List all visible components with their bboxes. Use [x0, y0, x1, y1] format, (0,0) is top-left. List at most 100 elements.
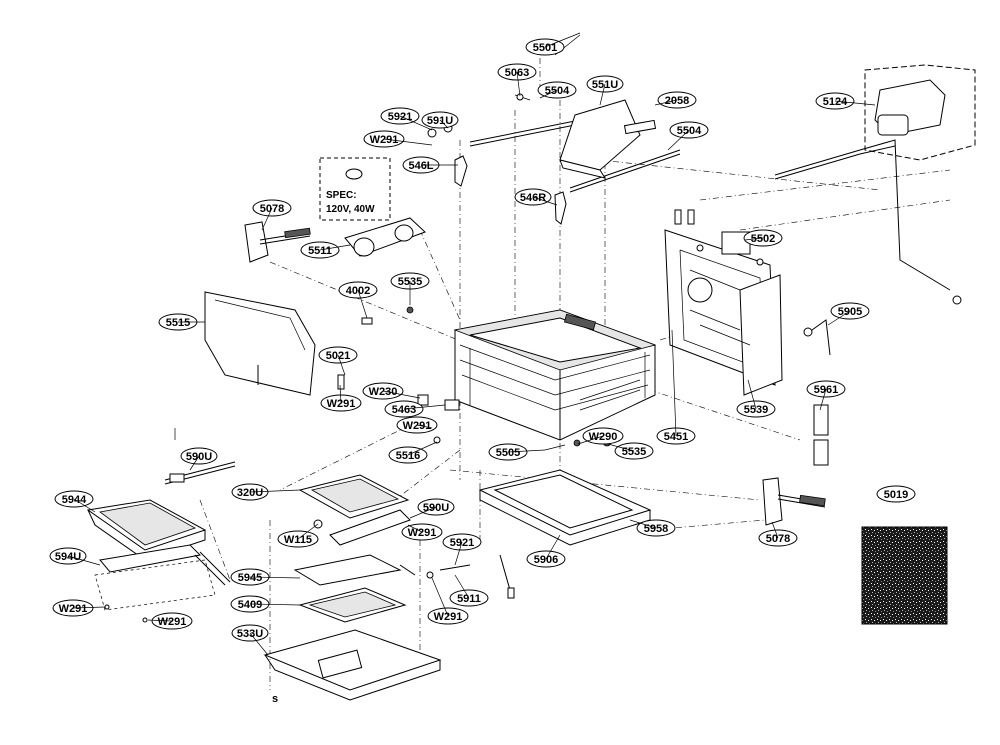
- leader-pW230: [382, 390, 421, 399]
- leader-p5961: [819, 388, 827, 411]
- rear-panel: [664, 209, 783, 396]
- callout-p5019: 5019: [876, 485, 916, 503]
- leader-p5451: [671, 329, 677, 437]
- left-hinge: [244, 221, 311, 263]
- door-sensor: [803, 319, 831, 466]
- callout-label: 5504: [545, 85, 570, 97]
- leader-p320U: [249, 489, 301, 493]
- callout-label: W290: [589, 431, 618, 443]
- leader-p5502: [744, 237, 764, 241]
- leader-pW291d: [407, 524, 423, 533]
- leader-pW291g: [147, 619, 173, 622]
- corner-mark: s: [272, 693, 278, 705]
- leader-p5906: [545, 534, 561, 560]
- callout-label: 5078: [766, 533, 790, 545]
- leader-p5539: [747, 379, 757, 410]
- leader-p5124: [834, 100, 876, 106]
- leader-p551U: [599, 83, 606, 106]
- lamp-assembly: SPEC: 120V, 40W: [319, 157, 426, 257]
- callout-label: 5515: [166, 317, 190, 329]
- spec-line-2: 120V, 40W: [326, 204, 375, 215]
- leader-lines: [67, 32, 876, 656]
- callout-label: 5501: [533, 42, 557, 54]
- leader-pW291e: [431, 577, 449, 617]
- callout-label: 5921: [388, 111, 412, 123]
- callout-label: 5516: [396, 450, 420, 462]
- callout-label: 5124: [823, 96, 848, 108]
- leader-p5944: [73, 498, 96, 513]
- callout-label: 5019: [884, 489, 908, 501]
- callout-label: 5945: [238, 572, 262, 584]
- leader-p5078b: [771, 521, 779, 539]
- leader-p5463: [403, 404, 446, 410]
- right-hinge: [762, 477, 826, 526]
- top-guide-rails: [469, 34, 681, 193]
- callout-label: 5078: [260, 203, 284, 215]
- spec-line-1: SPEC:: [326, 190, 357, 201]
- callout-oval: [876, 485, 916, 503]
- callout-label: 5502: [751, 233, 775, 245]
- leader-pW290: [577, 435, 604, 445]
- callout-label: W291: [434, 611, 463, 623]
- leader-p5078a: [261, 207, 273, 231]
- oven-cavity: [453, 309, 657, 441]
- texture-swatch: [861, 526, 948, 625]
- leader-p533U: [249, 632, 269, 656]
- callout-label: 5409: [238, 599, 262, 611]
- leader-p4002: [357, 289, 368, 319]
- leader-p5945: [249, 576, 301, 579]
- callout-label: 5504: [677, 125, 702, 137]
- door-panel: [204, 291, 316, 396]
- leader-p594U: [67, 555, 101, 566]
- leader-pW291c: [416, 424, 433, 429]
- callout-label: 2058: [665, 95, 689, 107]
- callout-label: 5463: [392, 404, 416, 416]
- leader-p5511: [319, 244, 351, 251]
- leader-p5535b: [607, 443, 635, 452]
- leader-p546R: [532, 196, 558, 206]
- callout-label: 546L: [408, 160, 433, 172]
- leader-p590Ua: [189, 455, 200, 471]
- power-cord: [774, 64, 976, 305]
- leader-p5516: [407, 441, 438, 456]
- leader-p5921a: [399, 115, 433, 131]
- leader-p5958: [629, 519, 657, 529]
- callout-label: 546R: [520, 192, 546, 204]
- leader-pW291a: [383, 138, 433, 146]
- callout-label: 5539: [744, 404, 768, 416]
- leader-p591U: [439, 119, 449, 129]
- callout-label: 590U: [423, 502, 449, 514]
- callout-p5504a: 5504: [537, 81, 577, 99]
- drawer-tray: [478, 444, 652, 546]
- leader-p2058: [654, 99, 678, 106]
- callout-label: W115: [284, 534, 312, 546]
- callout-label: 5511: [308, 245, 332, 257]
- lower-left-base: [86, 428, 236, 623]
- leader-p5911: [454, 574, 470, 599]
- callout-label: 590U: [186, 451, 212, 463]
- callout-label: W291: [408, 527, 437, 539]
- callout-label: W291: [327, 398, 356, 410]
- leader-p5504a: [539, 89, 558, 99]
- leader-p5905: [827, 310, 851, 326]
- callout-label: W291: [158, 616, 187, 628]
- callout-label: 591U: [427, 115, 453, 127]
- callout-label: W230: [369, 386, 398, 398]
- leader-p5021: [337, 354, 346, 376]
- callout-label: 5911: [457, 593, 481, 605]
- leader-p590Ub: [409, 506, 437, 519]
- lower-plates: [263, 474, 515, 701]
- side-brackets: [427, 123, 567, 225]
- callout-label: 5451: [664, 431, 688, 443]
- leader-p5505: [507, 449, 546, 453]
- leader-p5501: [544, 32, 581, 48]
- leader-p5504b: [667, 129, 690, 151]
- leader-p5409: [249, 603, 301, 606]
- callout-label: W291: [59, 603, 88, 615]
- callout-label: 5906: [534, 554, 558, 566]
- callout-label: 533U: [237, 628, 263, 640]
- callout-label: 5944: [62, 494, 87, 506]
- callout-label: 5535: [622, 446, 646, 458]
